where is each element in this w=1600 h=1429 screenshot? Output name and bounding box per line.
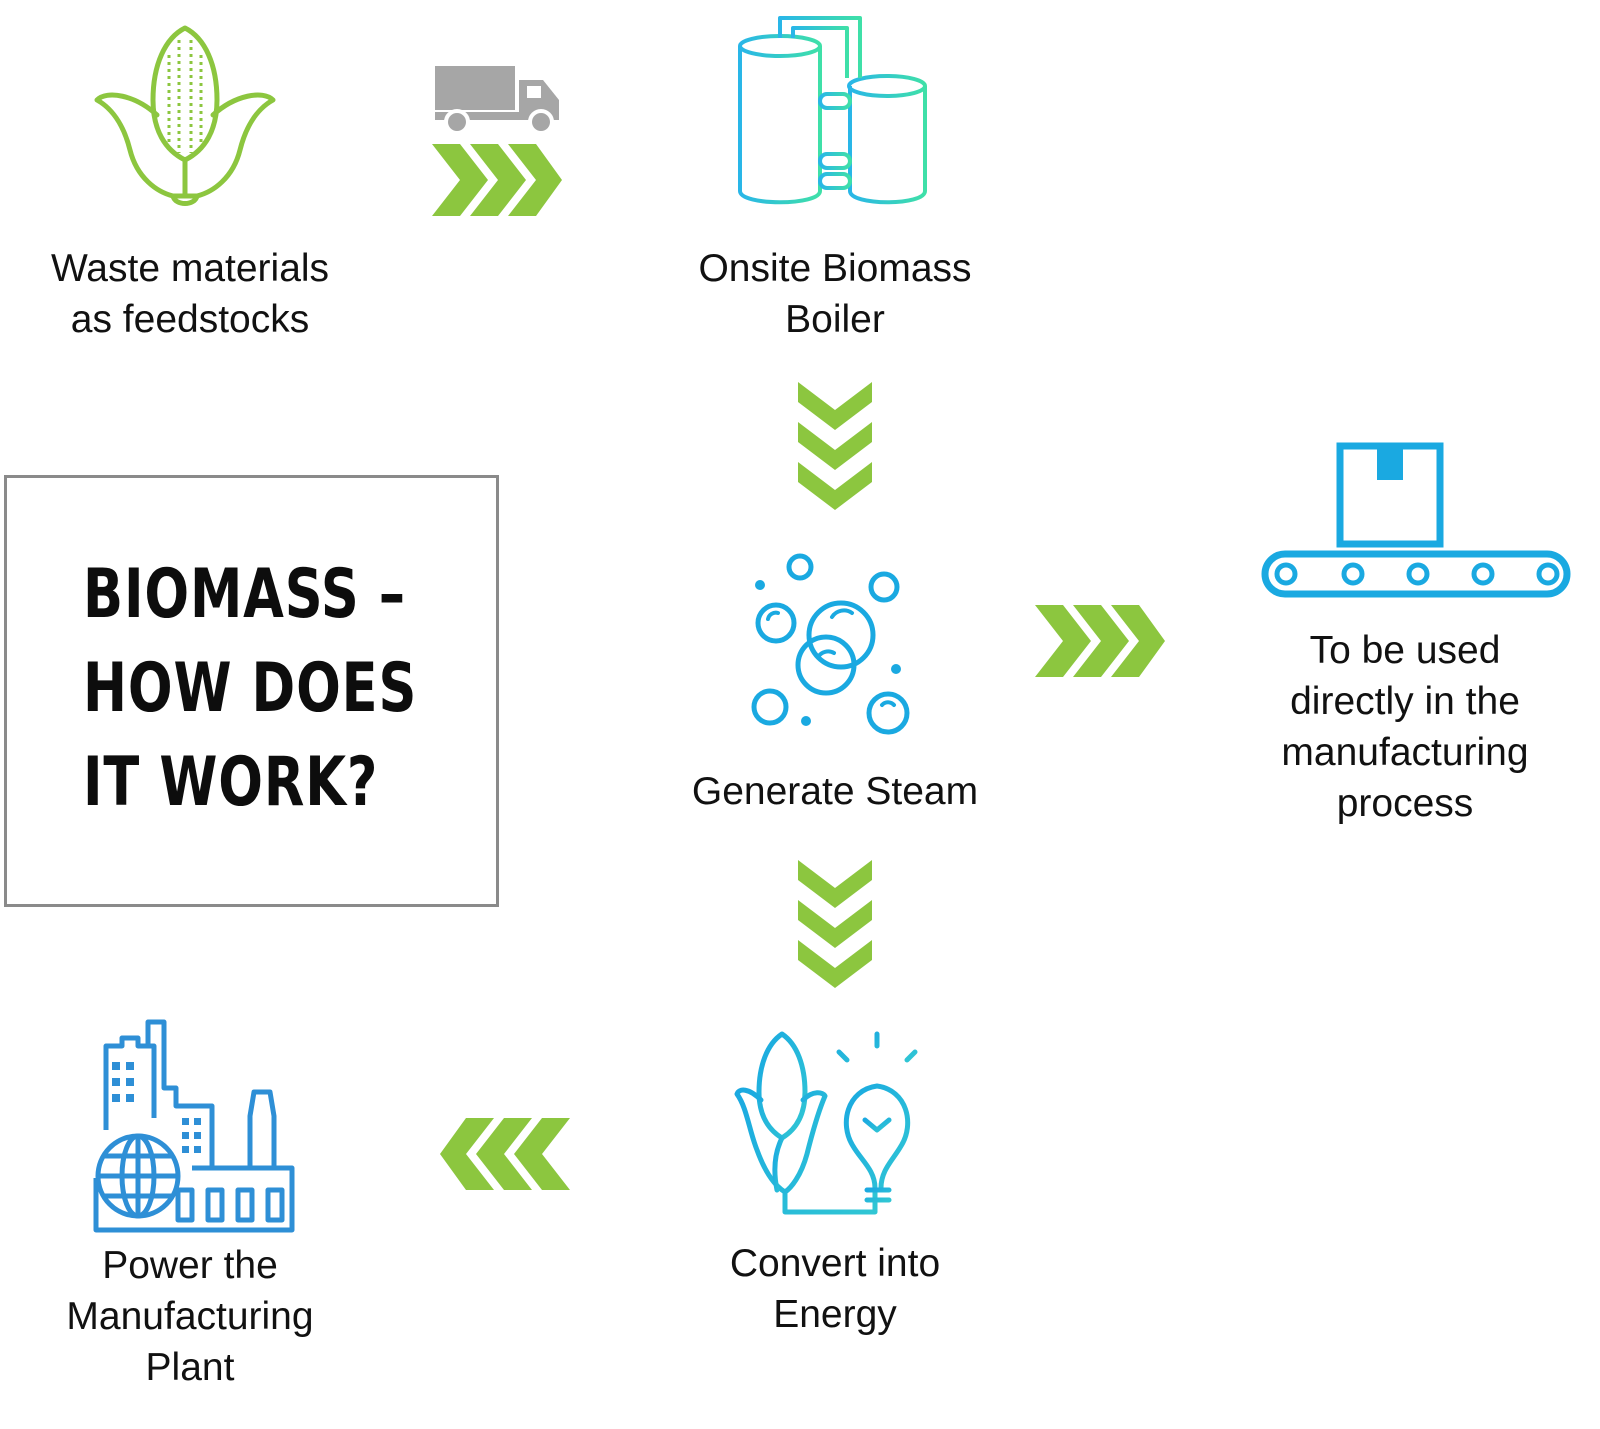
factory-globe-icon (93, 1019, 295, 1233)
corn-icon (94, 25, 276, 206)
boiler-tanks-icon (738, 16, 927, 205)
step-label-energy: Convert into Energy (729, 1242, 941, 1336)
flow-arrow-right-2 (1035, 605, 1165, 677)
title-box: BIOMASS – HOW DOES IT WORK? (4, 475, 499, 907)
flow-arrow-left-1 (440, 1118, 570, 1190)
steam-bubbles-icon (751, 553, 910, 735)
step-label-manufacturing-process: To be used directly in the manufacturing… (1281, 629, 1529, 825)
page-title: BIOMASS – HOW DOES IT WORK? (83, 555, 418, 822)
corn-lightbulb-icon (734, 1031, 918, 1215)
step-label-steam: Generate Steam (691, 770, 979, 813)
step-label-boiler: Onsite Biomass Boiler (698, 247, 972, 341)
flow-arrow-down-1 (798, 382, 872, 510)
flow-arrow-down-2 (798, 860, 872, 988)
flow-arrow-right-1 (432, 144, 562, 216)
truck-icon (435, 66, 559, 135)
step-label-plant: Power the Manufacturing Plant (66, 1244, 314, 1389)
conveyor-box-icon (1261, 442, 1571, 598)
step-label-feedstock: Waste materials as feedstocks (50, 247, 330, 341)
